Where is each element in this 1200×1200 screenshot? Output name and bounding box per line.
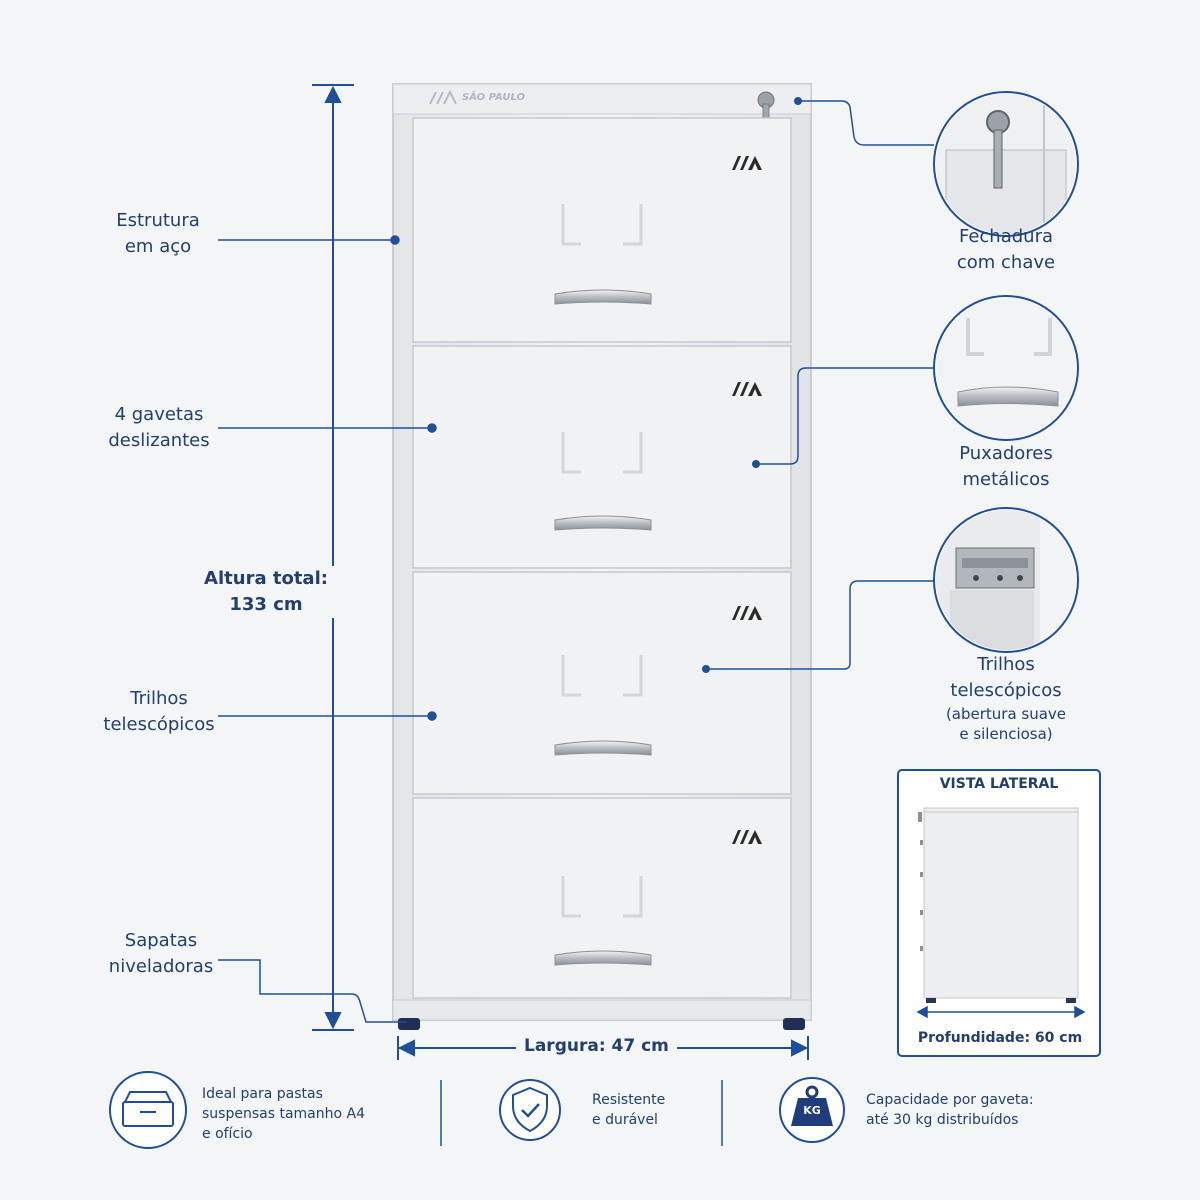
weight-icon (779, 1077, 845, 1143)
rails-detail-image (933, 507, 1079, 653)
drawer-3[interactable] (412, 571, 792, 795)
drawer-logos (732, 156, 762, 844)
feature-dividers (440, 1080, 723, 1146)
feature-durable: Resistente e durável (592, 1092, 666, 1128)
drawer-handles[interactable] (554, 289, 652, 966)
drawer-fittings (561, 204, 643, 918)
feature-a4-folders: Ideal para pastas suspensas tamanho A4 e… (202, 1086, 365, 1142)
drawer-2[interactable] (412, 345, 792, 569)
right-callouts (706, 100, 934, 670)
drawer-4[interactable] (412, 797, 792, 999)
drawers-label: 4 gavetas deslizantes (108, 404, 210, 451)
handles-label: Puxadores metálicos (959, 443, 1053, 490)
rails-detail-label: (abertura suave e silenciosa) (945, 705, 1067, 743)
leveling-feet-label: Sapatas niveladoras (108, 930, 214, 977)
total-height-label: Altura total: 133 cm (196, 566, 336, 618)
feature-capacity: Capacidade por gaveta: até 30 kg distrib… (866, 1092, 1034, 1128)
width-label: Largura: 47 cm (516, 1036, 677, 1056)
side-view-title: VISTA LATERAL (939, 776, 1059, 792)
handle-detail-image (933, 295, 1079, 441)
depth-label: Profundidade: 60 cm (917, 1030, 1083, 1046)
lock-label: Fechadura com chave (956, 226, 1056, 273)
leveling-feet (398, 1018, 805, 1030)
height-dimension (312, 84, 354, 1031)
drawer-icon (109, 1071, 187, 1149)
left-callouts (218, 235, 437, 1023)
right-rails-label: Trilhos telescópicos (950, 654, 1062, 701)
side-view-panel (897, 769, 1101, 1057)
brand-logo (429, 89, 457, 105)
left-rails-label: Trilhos telescópicos (103, 688, 215, 735)
lock-detail-image (933, 91, 1079, 237)
brand-name: SÃO PAULO (462, 92, 525, 103)
weight-badge: KG (803, 1104, 821, 1117)
steel-structure-label: Estrutura em aço (116, 210, 200, 257)
callout-dots (702, 97, 802, 673)
shield-check-icon (499, 1079, 561, 1141)
drawer-1[interactable] (412, 117, 792, 343)
